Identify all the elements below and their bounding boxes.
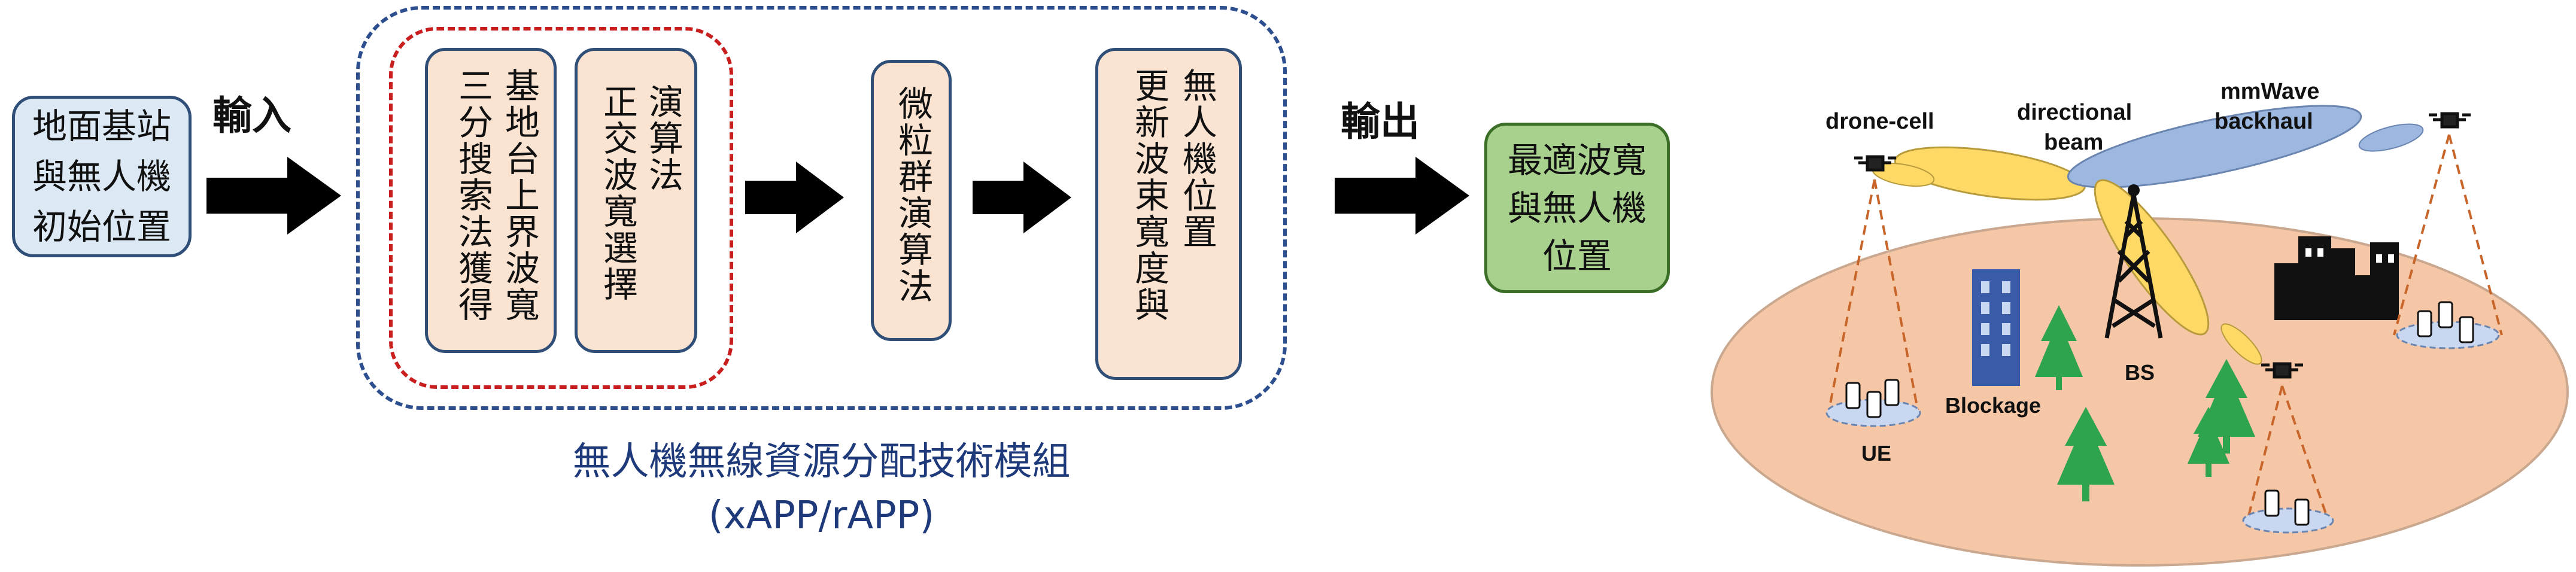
drone-left (1854, 155, 1896, 172)
drone-mid (2261, 362, 2303, 379)
step-update-beam: 無人機位置 更新波束寬度與 (1095, 48, 1242, 380)
blockage-building (1972, 269, 2020, 386)
bs-tower (2104, 194, 2163, 339)
label-bs: BS (2125, 360, 2155, 385)
step4-col2: 更新波束寬度與 (1129, 68, 1169, 323)
arrow-to-pso (745, 162, 844, 233)
drone-right (2429, 112, 2471, 129)
label-directional-2: beam (2044, 130, 2103, 155)
bandwidth-group (389, 27, 733, 389)
module-caption-sub: (xAPP/rAPP) (708, 494, 935, 538)
label-mmwave-2: backhaul (2214, 109, 2313, 134)
bs-antenna (2128, 184, 2140, 196)
module-container (356, 6, 1287, 410)
step1-col1: 基地台上界波寬 (499, 68, 540, 323)
step-orthogonal-bandwidth: 演算法 正交波寬選擇 (575, 48, 697, 353)
output-box: 最適波寬 與無人機 位置 (1484, 123, 1670, 293)
output-label: 最適波寬 與無人機 位置 (1507, 139, 1647, 276)
city-buildings (2274, 236, 2399, 320)
output-arrow-label: 輸出 (1341, 99, 1420, 145)
step-ternary-search: 基地台上界波寬 三分搜索法獲得 (425, 48, 557, 353)
network-scene: drone-cell directional beam mmWave backh… (1711, 79, 2569, 567)
label-drone-cell: drone-cell (1825, 109, 1934, 134)
input-arrow-label: 輸入 (212, 93, 291, 139)
input-box: 地面基站 與無人機 初始位置 (12, 96, 192, 257)
trees (2035, 305, 2255, 501)
ue-cluster-right (2396, 301, 2500, 349)
ue-cluster-left (1825, 379, 1921, 427)
step2-col1: 演算法 (643, 84, 684, 193)
coverage-cones (1827, 134, 2503, 521)
drone-beam-right (2358, 123, 2424, 152)
input-label: 地面基站 與無人機 初始位置 (32, 106, 171, 247)
step4-col1: 無人機位置 (1177, 68, 1217, 250)
label-ue: UE (1861, 441, 1891, 465)
step2-col2: 正交波寬選擇 (597, 84, 638, 303)
label-directional-1: directional (2017, 100, 2132, 125)
arrow-to-update (973, 162, 1071, 233)
label-blockage: Blockage (1945, 393, 2041, 418)
beam-down (2094, 179, 2210, 336)
beam-right (2067, 105, 2362, 188)
ue-cluster-mid (2242, 489, 2334, 534)
input-arrow (206, 157, 341, 235)
label-mmwave-1: mmWave (2220, 79, 2319, 104)
output-arrow (1335, 157, 1469, 235)
module-caption: 無人機無線資源分配技術模組 (572, 440, 1071, 484)
drone-beam-mid (2220, 323, 2262, 365)
step1-col2: 三分搜索法獲得 (452, 68, 493, 323)
step3-text: 微粒群演算法 (892, 86, 933, 305)
step-pso: 微粒群演算法 (871, 60, 952, 341)
